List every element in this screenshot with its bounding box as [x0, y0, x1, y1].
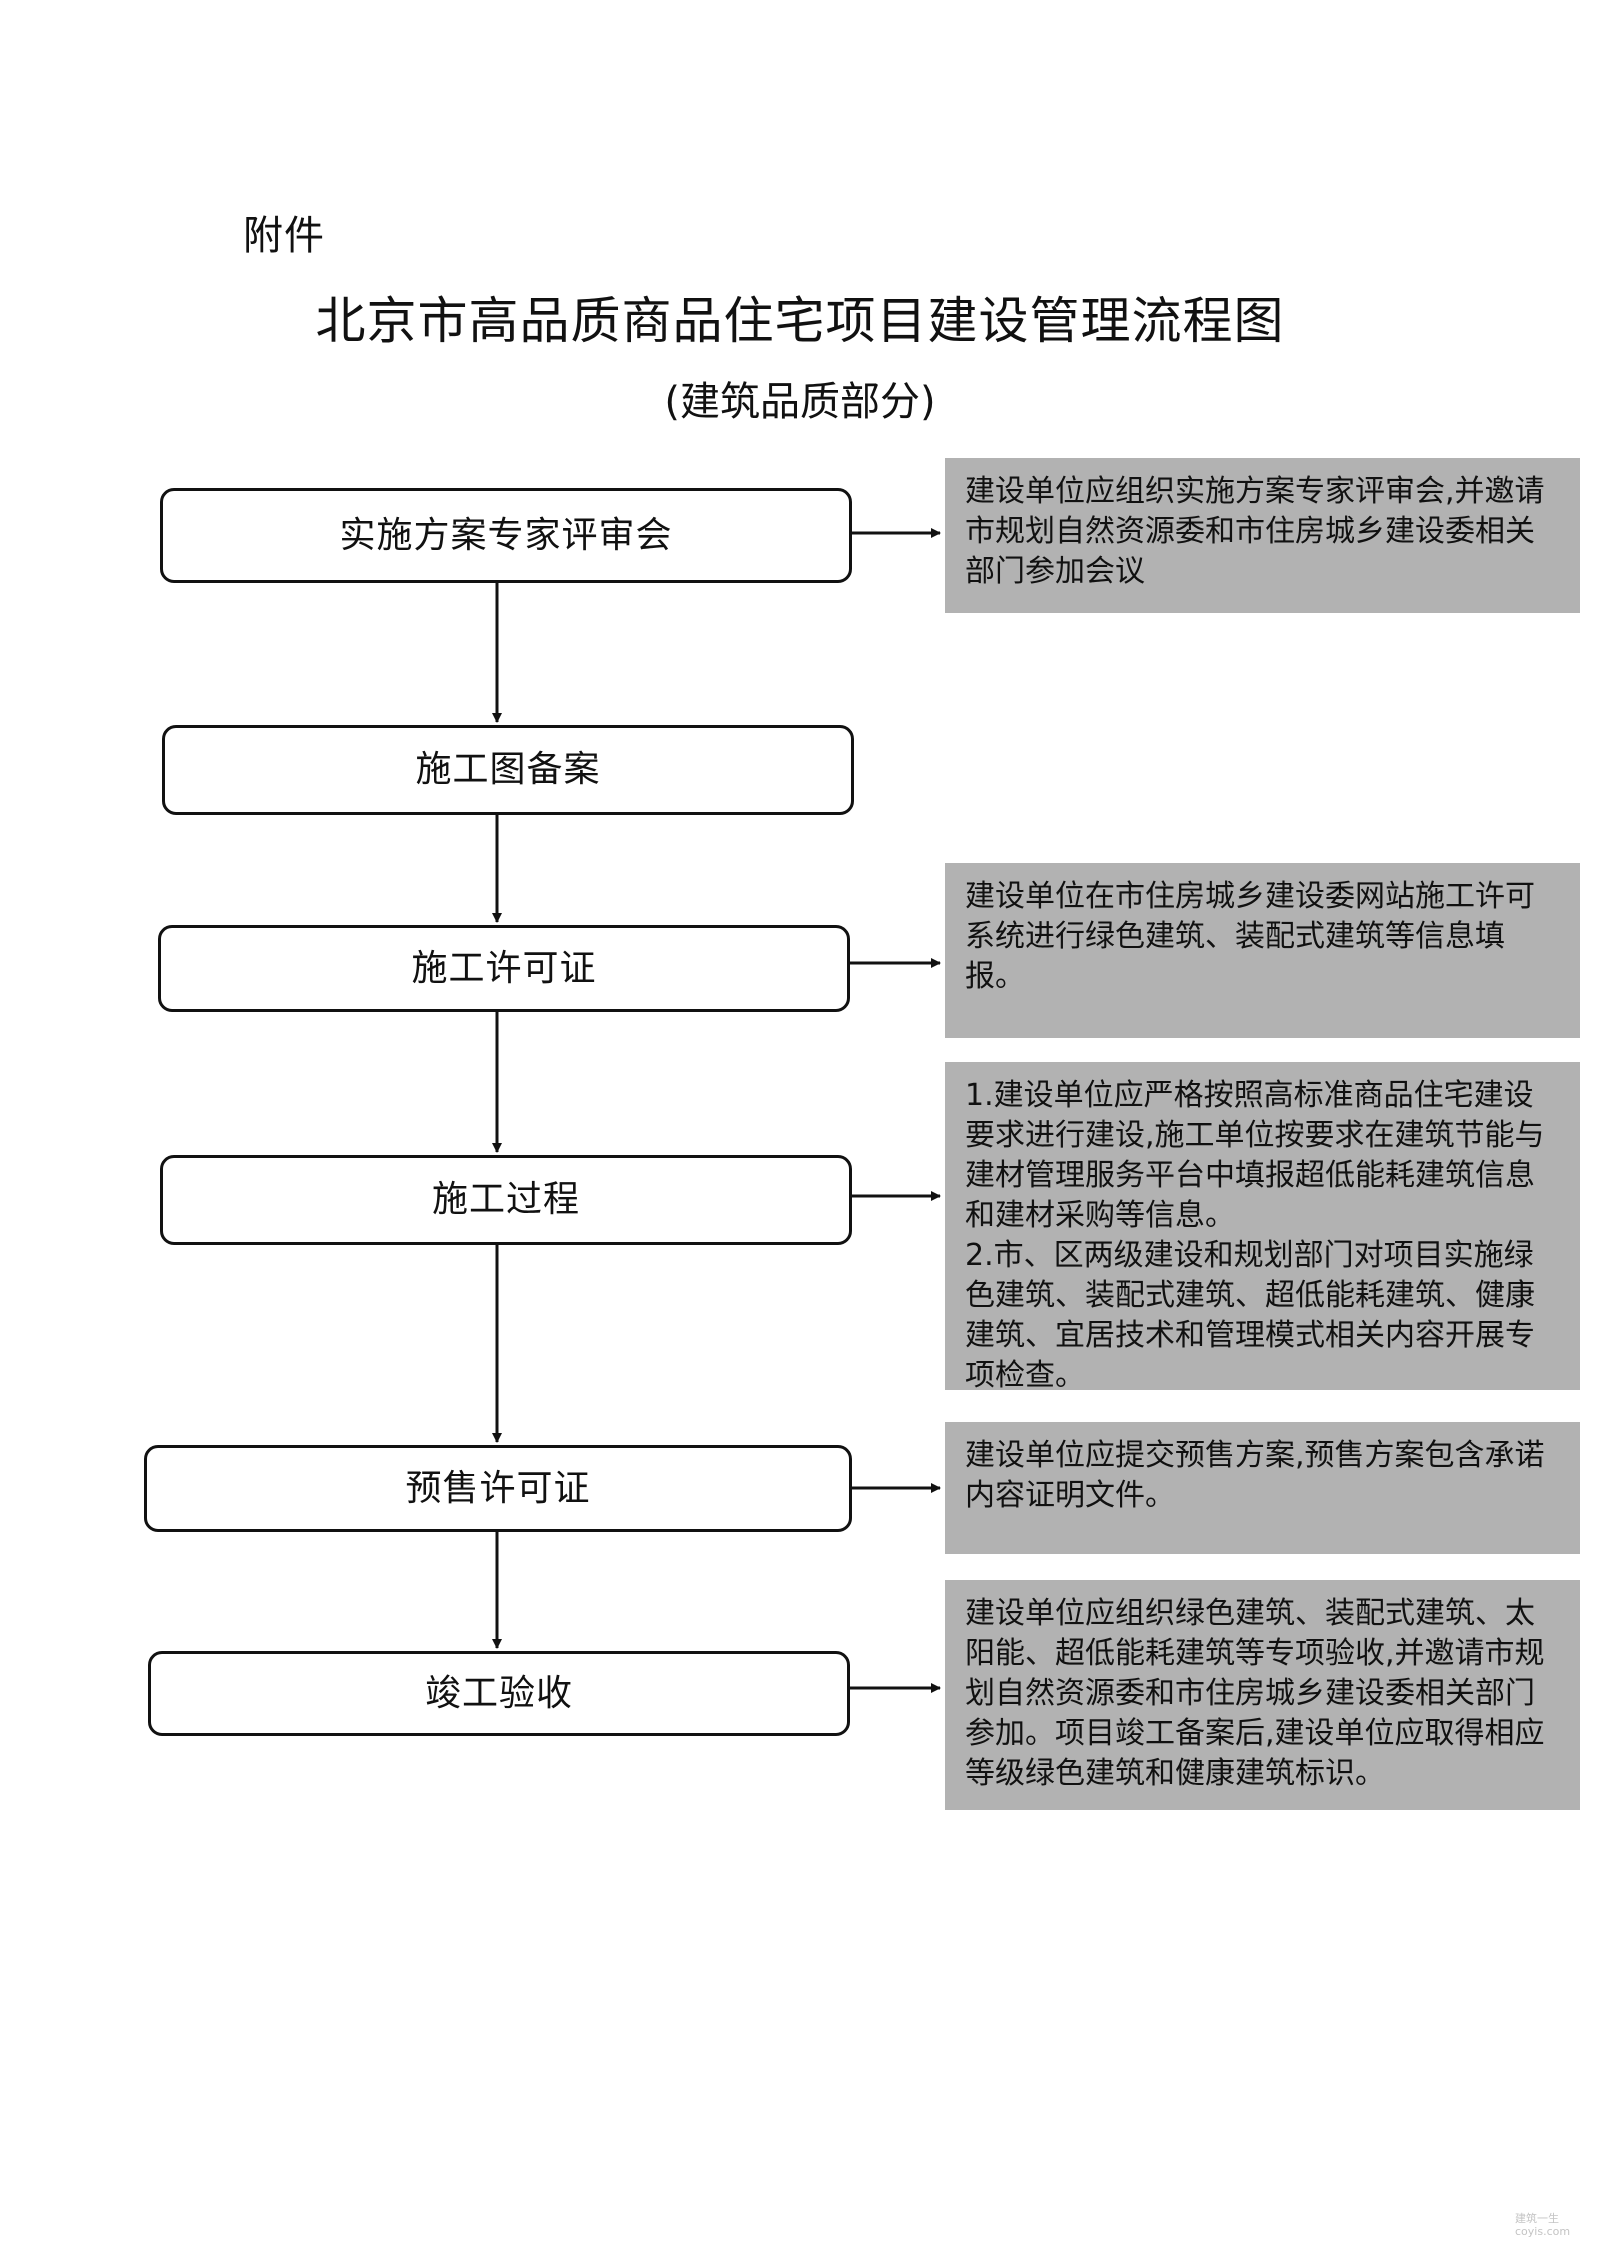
note-expert-review: 建设单位应组织实施方案专家评审会,并邀请市规划自然资源委和市住房城乡建设委相关部… [945, 458, 1580, 613]
page-title: 北京市高品质商品住宅项目建设管理流程图 [315, 292, 1285, 350]
note-construction-process: 1.建设单位应严格按照高标准商品住宅建设要求进行建设,施工单位按要求在建筑节能与… [945, 1062, 1580, 1393]
step-construction-drawing-filing: 施工图备案 [162, 725, 854, 815]
attachment-label: 附件 [243, 213, 325, 259]
step-construction-permit: 施工许可证 [158, 925, 850, 1012]
note-construction-permit: 建设单位在市住房城乡建设委网站施工许可系统进行绿色建筑、装配式建筑等信息填报。 [945, 863, 1580, 1038]
note-presale-permit: 建设单位应提交预售方案,预售方案包含承诺内容证明文件。 [945, 1422, 1580, 1554]
step-construction-process: 施工过程 [160, 1155, 852, 1245]
step-presale-permit: 预售许可证 [144, 1445, 852, 1532]
step-completion-acceptance: 竣工验收 [148, 1651, 850, 1736]
watermark-line1: 建筑一生 [1515, 2212, 1559, 2225]
watermark: 建筑一生 coyis.com [1515, 2212, 1575, 2238]
step-expert-review-meeting: 实施方案专家评审会 [160, 488, 852, 583]
watermark-line2: coyis.com [1515, 2225, 1571, 2238]
note-completion-acceptance: 建设单位应组织绿色建筑、装配式建筑、太阳能、超低能耗建筑等专项验收,并邀请市规划… [945, 1580, 1580, 1810]
page-subtitle: (建筑品质部分) [664, 379, 936, 425]
